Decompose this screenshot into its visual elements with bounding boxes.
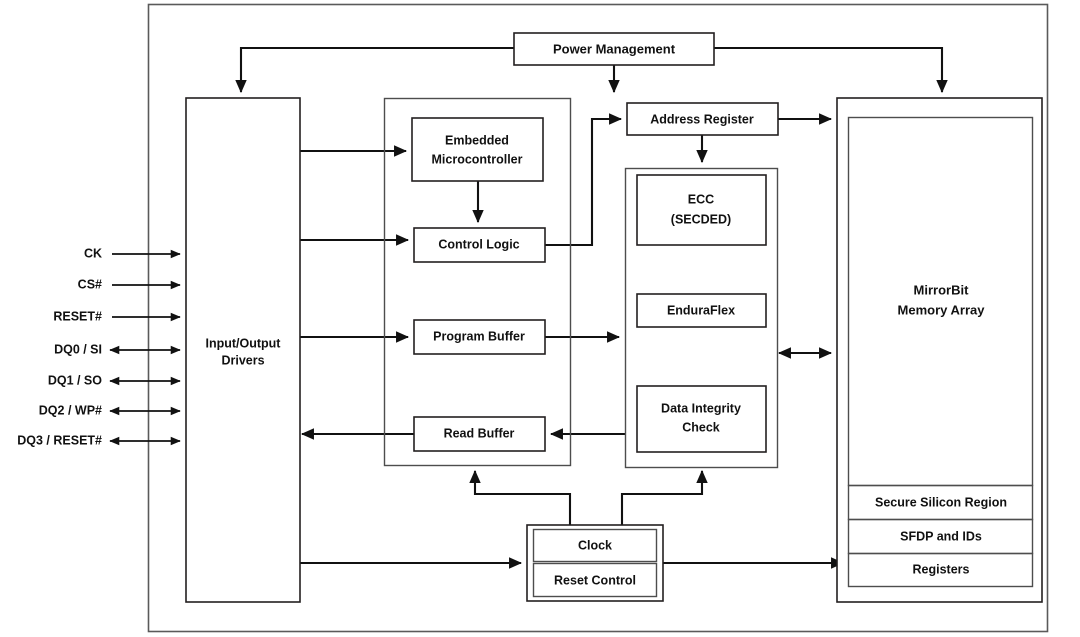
read-buffer-label: Read Buffer <box>444 426 515 440</box>
embedded-microcontroller-label-line2: Microcontroller <box>432 152 523 166</box>
ecc-label-line2: (SECDED) <box>671 212 731 226</box>
signal-label-dq0-si: DQ0 / SI <box>54 342 102 356</box>
signal-label-dq3-reset: DQ3 / RESET# <box>17 433 102 447</box>
secure-silicon-region-label: Secure Silicon Region <box>875 495 1007 509</box>
data-integrity-container <box>624 167 779 469</box>
block-embedded-microcontroller <box>411 117 544 182</box>
io-drivers-label-line2: Drivers <box>221 353 264 367</box>
data-integrity-check-label-line2: Check <box>682 420 720 434</box>
signal-label-cs: CS# <box>78 277 102 291</box>
device-outer-frame <box>147 3 1049 633</box>
block-control-logic <box>413 227 546 263</box>
wire-pm-to-memory <box>714 46 948 94</box>
address-register-label: Address Register <box>650 112 754 126</box>
wire-clock-to-ecc-container <box>620 469 708 525</box>
signal-label-reset: RESET# <box>53 309 102 323</box>
io-drivers-label-line1: Input/Output <box>206 336 282 350</box>
signal-label-dq2-wp: DQ2 / WP# <box>39 403 102 417</box>
wire-pm-to-io-drivers <box>235 46 514 94</box>
mirrorbit-label-line2: Memory Array <box>898 302 986 317</box>
power-management-label: Power Management <box>553 41 676 56</box>
signal-label-ck: CK <box>84 246 102 260</box>
enduraflex-label: EnduraFlex <box>667 303 735 317</box>
block-registers <box>847 552 1034 588</box>
block-enduraflex <box>636 293 767 328</box>
control-logic-label: Control Logic <box>438 237 519 251</box>
signal-pins: CK CS# RESET# DQ0 / SI DQ1 / SO DQ2 / WP… <box>17 246 181 447</box>
block-clock <box>532 528 658 563</box>
registers-label: Registers <box>913 562 970 576</box>
signal-label-dq1-so: DQ1 / SO <box>48 373 102 387</box>
block-ecc-secded <box>636 174 767 246</box>
mirrorbit-label-line1: MirrorBit <box>914 282 970 297</box>
data-integrity-check-label-line1: Data Integrity <box>661 401 741 415</box>
block-input-output-drivers <box>185 97 301 603</box>
block-program-buffer <box>413 319 546 355</box>
reset-control-label: Reset Control <box>554 573 636 587</box>
block-read-buffer <box>413 416 546 452</box>
memory-outer-container <box>836 97 1043 603</box>
clock-label: Clock <box>578 538 612 552</box>
block-data-integrity-check <box>636 385 767 453</box>
program-buffer-label: Program Buffer <box>433 329 525 343</box>
block-reset-control <box>532 562 658 598</box>
block-address-register <box>626 102 779 136</box>
ecc-label-line1: ECC <box>688 192 714 206</box>
embedded-microcontroller-label-line1: Embedded <box>445 133 509 147</box>
connector-lines <box>235 46 948 569</box>
core-logic-container <box>383 97 572 467</box>
wire-clock-to-core-container <box>469 469 572 525</box>
sfdp-and-ids-label: SFDP and IDs <box>900 529 982 543</box>
block-power-management <box>513 32 715 66</box>
wire-control-logic-to-address-register <box>545 113 623 247</box>
